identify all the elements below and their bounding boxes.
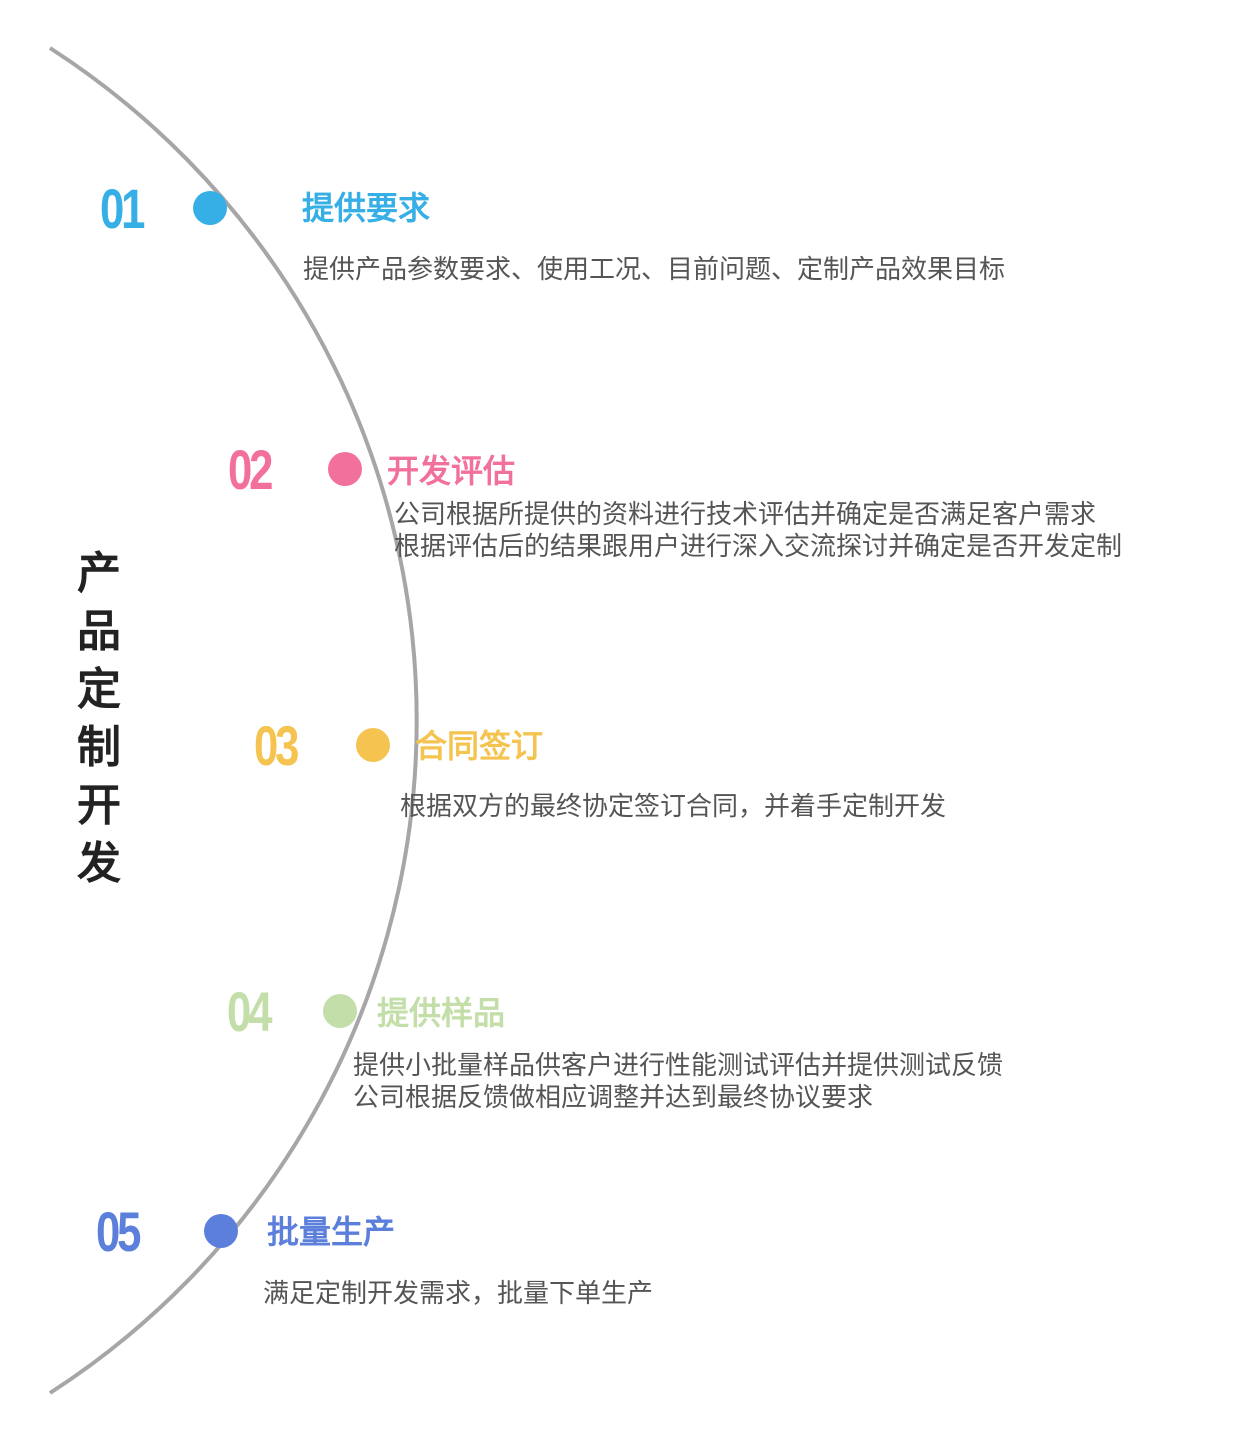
step-number: 03 [254, 714, 299, 777]
description-line: 提供产品参数要求、使用工况、目前问题、定制产品效果目标 [303, 255, 1006, 285]
title-char: 产 [77, 548, 121, 599]
step-heading: 提供要求 [302, 189, 431, 227]
step-description: 公司根据所提供的资料进行技术评估并确定是否满足客户需求 根据评估后的结果跟用户进… [394, 499, 1122, 563]
title-char: 品 [77, 606, 121, 657]
description-line: 公司根据所提供的资料进行技术评估并确定是否满足客户需求 [394, 500, 1097, 530]
description-line: 满足定制开发需求，批量下单生产 [263, 1279, 654, 1309]
step-number: 02 [228, 438, 273, 501]
description-line: 提供小批量样品供客户进行性能测试评估并提供测试反馈 [353, 1051, 1004, 1081]
step-description: 提供小批量样品供客户进行性能测试评估并提供测试反馈 公司根据反馈做相应调整并达到… [353, 1050, 1003, 1114]
title-char: 发 [77, 838, 121, 889]
step-description: 提供产品参数要求、使用工况、目前问题、定制产品效果目标 [303, 254, 1005, 286]
step-heading: 开发评估 [387, 452, 516, 490]
step-dot [204, 1214, 238, 1248]
step-description: 满足定制开发需求，批量下单生产 [263, 1278, 653, 1310]
step-dot [356, 728, 390, 762]
step-dot [193, 191, 227, 225]
vertical-title: 产 品 定 制 开 发 [72, 545, 126, 893]
step-dot [328, 452, 362, 486]
description-line: 公司根据反馈做相应调整并达到最终协议要求 [353, 1083, 874, 1113]
title-char: 制 [77, 722, 121, 773]
description-line: 根据双方的最终协定签订合同，并着手定制开发 [400, 792, 947, 822]
step-heading: 合同签订 [415, 727, 544, 765]
step-number: 01 [100, 177, 145, 240]
step-number: 05 [96, 1200, 141, 1263]
step-number: 04 [227, 980, 272, 1043]
step-dot [323, 994, 357, 1028]
step-description: 根据双方的最终协定签订合同，并着手定制开发 [400, 791, 946, 823]
step-heading: 提供样品 [377, 994, 506, 1032]
title-char: 开 [77, 780, 121, 831]
title-char: 定 [77, 664, 121, 715]
description-line: 根据评估后的结果跟用户进行深入交流探讨并确定是否开发定制 [394, 532, 1123, 562]
step-heading: 批量生产 [267, 1213, 396, 1251]
